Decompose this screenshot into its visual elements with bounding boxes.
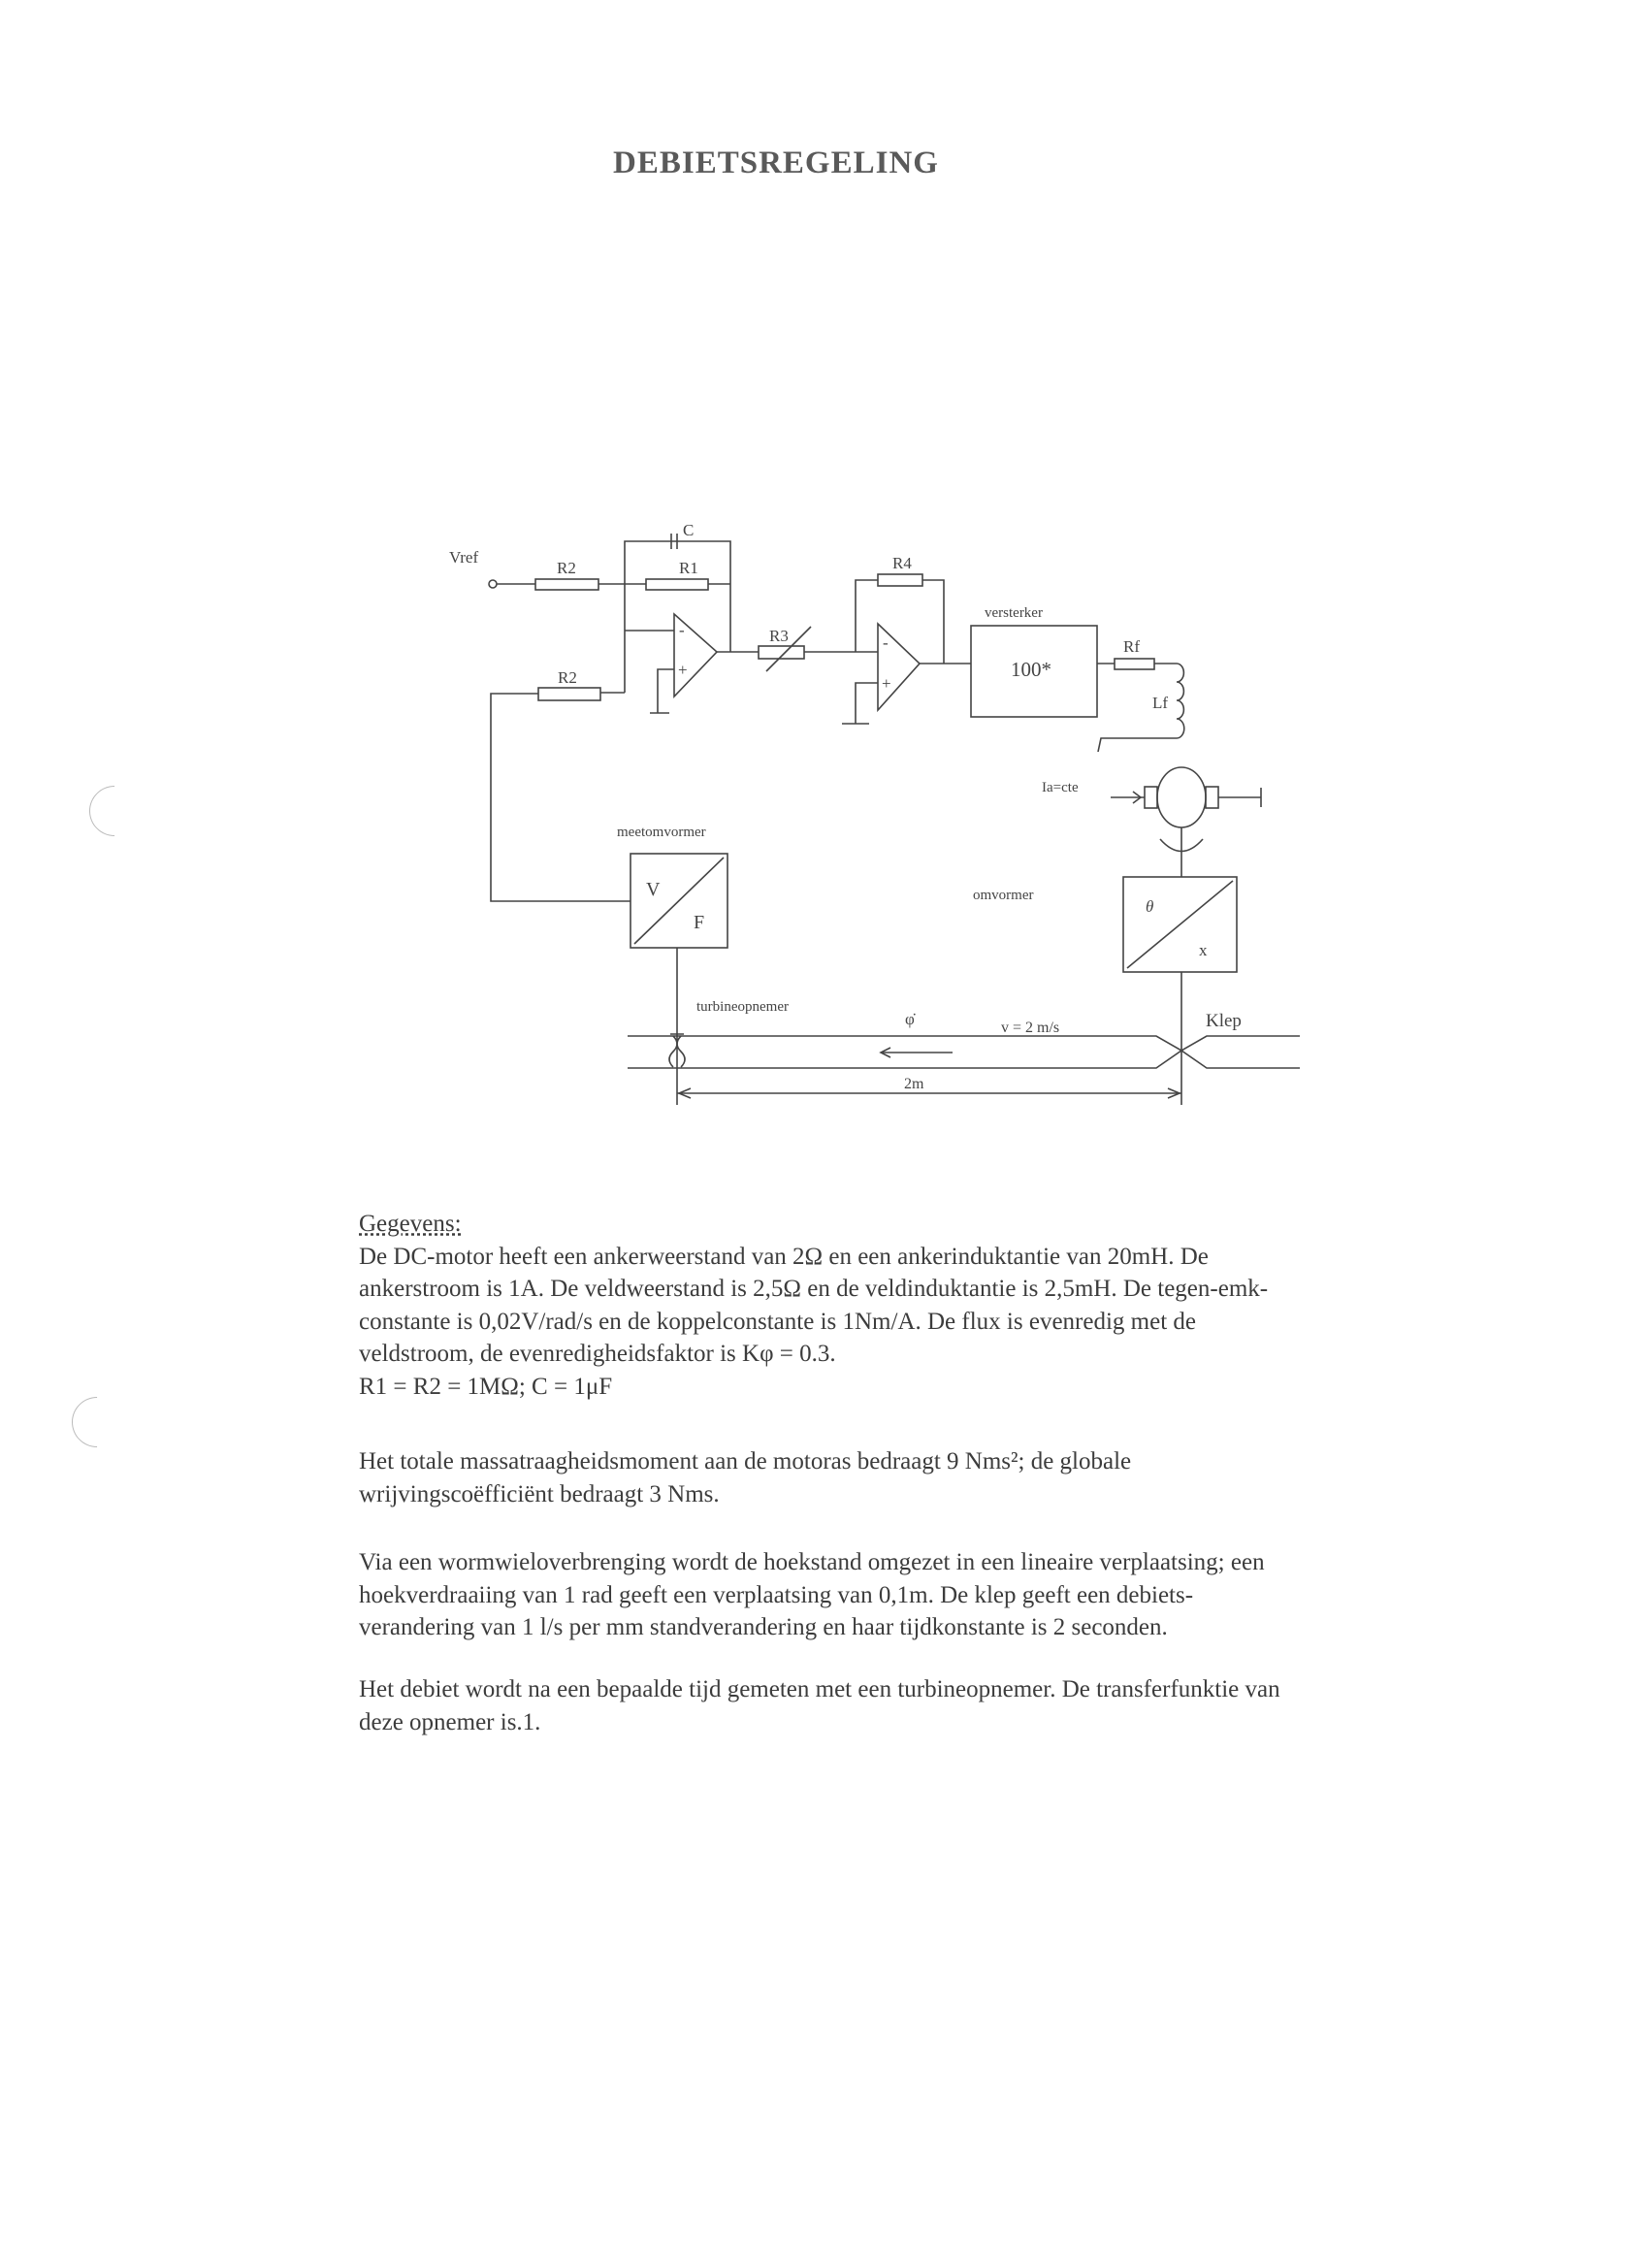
amplifier-box: [970, 625, 1098, 718]
label-meetomvormer: meetomvormer: [617, 825, 706, 840]
label-r3: R3: [769, 627, 789, 645]
label-vref: Vref: [449, 548, 478, 567]
inductor-lf: [1176, 663, 1185, 739]
text-line: constante is 0,02V/rad/s en de koppelcon…: [359, 1308, 1196, 1335]
text-line: verandering van 1 l/s per mm standverand…: [359, 1614, 1168, 1640]
label-gain: 100*: [1011, 658, 1051, 681]
text-line: Het totale massatraagheidsmoment aan de …: [359, 1448, 1132, 1474]
opamp2-plus: +: [882, 674, 891, 693]
text-line: ankerstroom is 1A. De veldweerstand is 2…: [359, 1276, 1269, 1302]
label-r1: R1: [679, 559, 698, 577]
text-line: veldstroom, de evenredigheidsfaktor is K…: [359, 1341, 836, 1367]
label-ia: Ia=cte: [1042, 780, 1079, 795]
text-line: Het debiet wordt na een bepaalde tijd ge…: [359, 1676, 1280, 1702]
label-versterker: versterker: [985, 605, 1043, 621]
angle-to-position-converter: [1122, 876, 1238, 973]
label-lf: Lf: [1152, 694, 1168, 712]
circuit-diagram: Vref R2 R1 C R2 R3 R4 - + - + versterker…: [449, 521, 1300, 1105]
label-x: x: [1199, 941, 1208, 959]
label-vf-v: V: [646, 879, 661, 900]
label-distance: 2m: [904, 1076, 924, 1092]
label-phi: φ̇: [905, 1010, 916, 1028]
label-theta: θ: [1146, 897, 1153, 916]
gegevens-section: Gegevens: De DC-motor heeft een ankerwee…: [359, 1208, 1474, 1403]
text-line: Via een wormwieloverbrenging wordt de ho…: [359, 1549, 1265, 1575]
label-c: C: [683, 521, 694, 539]
label-vf-f: F: [694, 912, 704, 933]
label-r2-top: R2: [557, 559, 576, 577]
voltage-frequency-converter: [630, 853, 728, 949]
punch-hole-bottom: [61, 1386, 133, 1458]
resistor-r2-top: [534, 578, 599, 591]
paragraph-worm-gear: Via een wormwieloverbrenging wordt de ho…: [359, 1546, 1474, 1644]
label-turbineopnemer: turbineopnemer: [696, 999, 789, 1015]
text-line: deze opnemer is.1.: [359, 1708, 541, 1735]
label-klep: Klep: [1206, 1011, 1242, 1031]
opamp1-plus: +: [678, 661, 688, 679]
opamp-2: [877, 622, 922, 713]
resistor-r4: [877, 573, 923, 587]
label-rf: Rf: [1123, 637, 1140, 656]
label-r2-bottom: R2: [558, 668, 577, 687]
text-line: R1 = R2 = 1MΩ; C = 1μF: [359, 1373, 613, 1400]
gegevens-heading: Gegevens:: [359, 1211, 462, 1237]
vref-terminal: [488, 579, 498, 589]
resistor-r1: [645, 578, 709, 591]
resistor-rf: [1114, 658, 1155, 670]
opamp-1: [673, 612, 719, 698]
dc-motor: [1156, 766, 1207, 828]
label-omvormer: omvormer: [973, 888, 1033, 903]
turbine-sensor: [668, 1033, 686, 1068]
text-line: De DC-motor heeft een ankerweerstand van…: [359, 1243, 1209, 1270]
label-r4: R4: [892, 554, 912, 572]
label-velocity: v = 2 m/s: [1001, 1020, 1059, 1036]
text-line: hoekverdraaiing van 1 rad geeft een verp…: [359, 1581, 1194, 1608]
opamp2-minus: -: [883, 633, 889, 652]
paragraph-turbine: Het debiet wordt na een bepaalde tijd ge…: [359, 1673, 1474, 1738]
resistor-r2-bottom: [537, 687, 601, 701]
paragraph-inertia: Het totale massatraagheidsmoment aan de …: [359, 1445, 1474, 1510]
text-line: wrijvingscoëfficiënt bedraagt 3 Nms.: [359, 1480, 720, 1507]
opamp1-minus: -: [679, 621, 685, 639]
page-title: DEBIETSREGELING: [613, 146, 939, 180]
